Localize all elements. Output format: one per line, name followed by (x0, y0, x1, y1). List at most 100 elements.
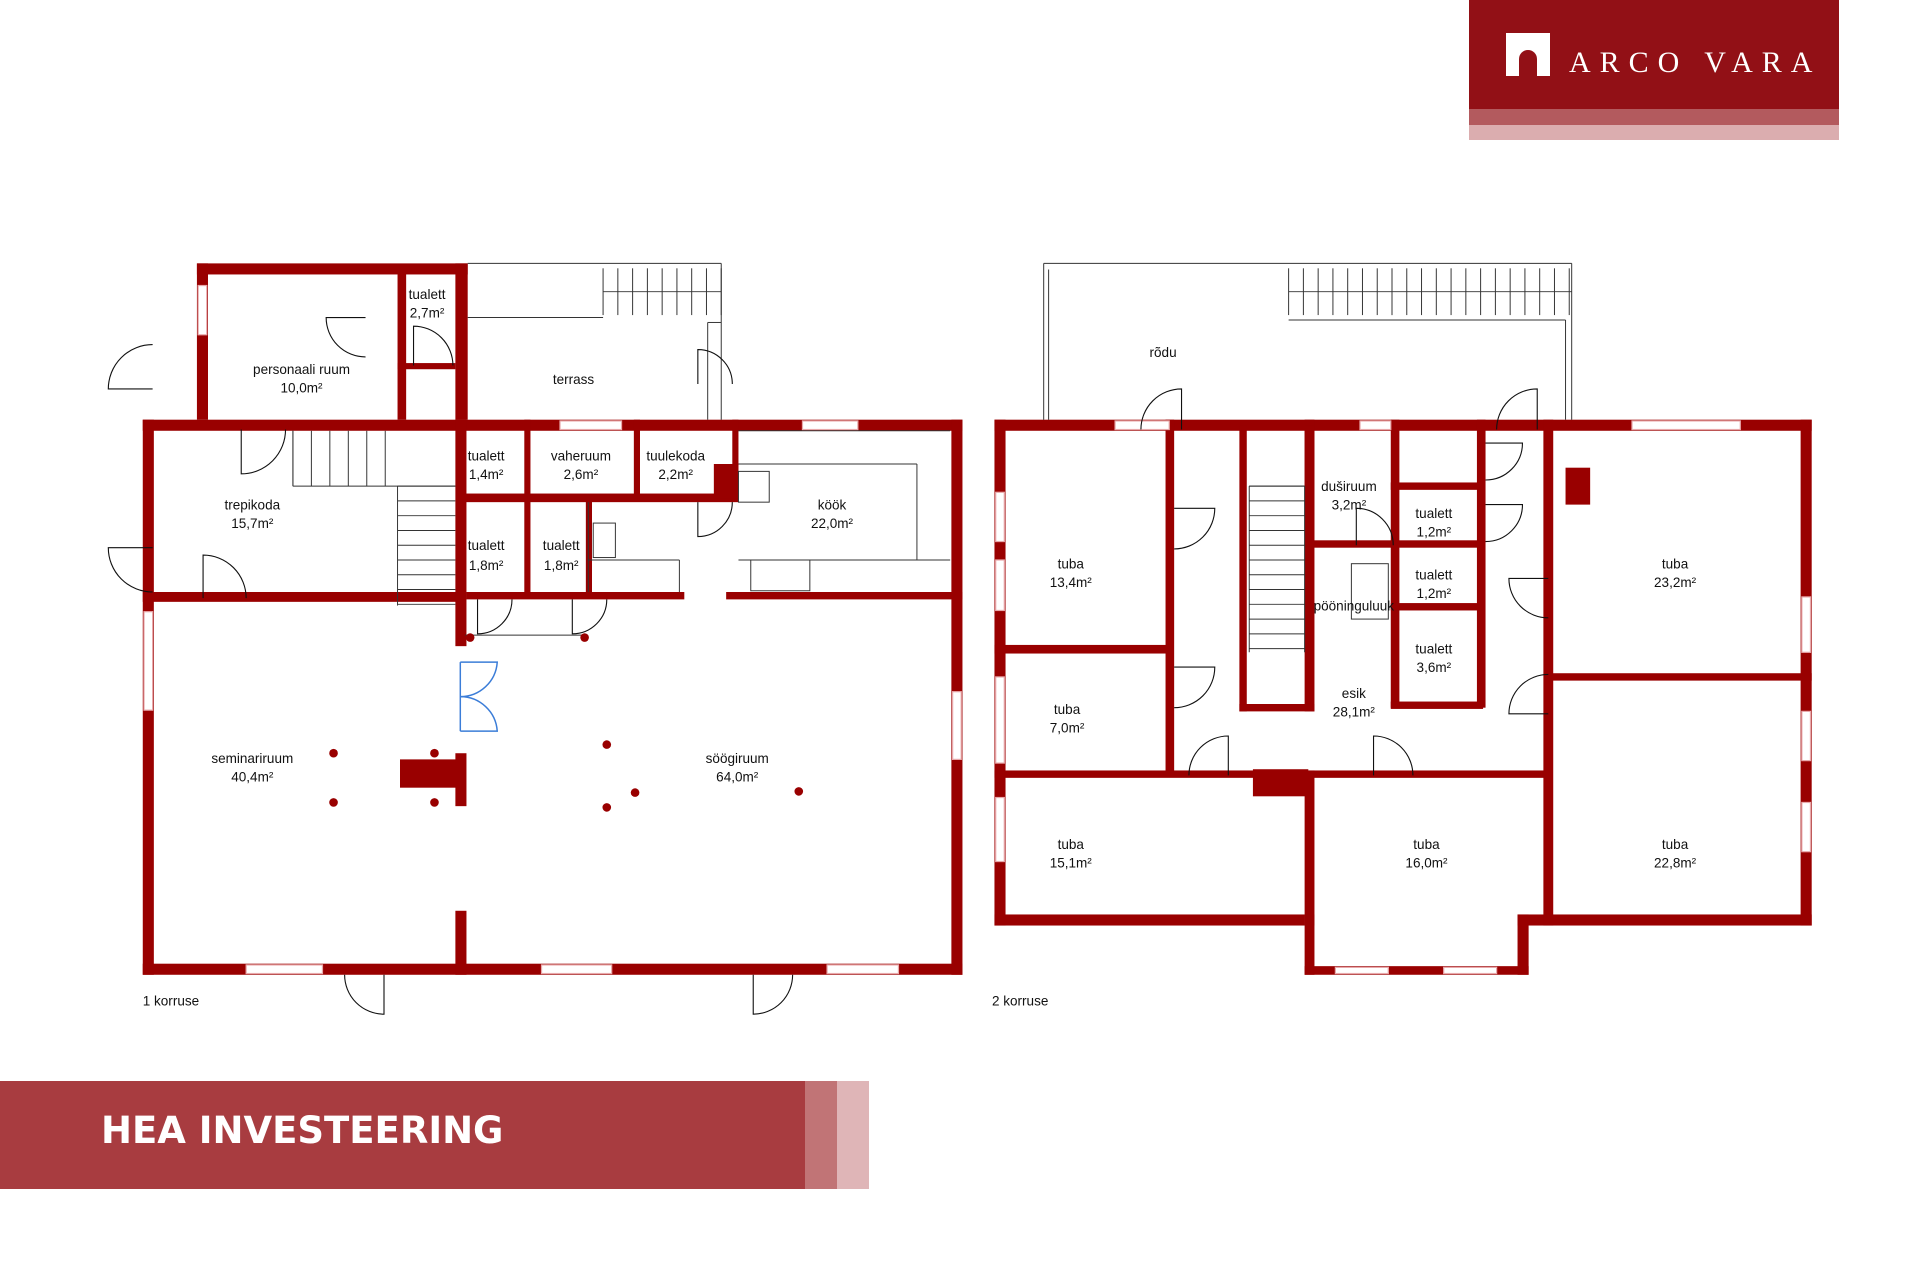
room-name: tualett (409, 287, 446, 302)
wall (1304, 770, 1315, 926)
window (559, 420, 623, 431)
room-name: tuba (1413, 837, 1440, 852)
room-area: 2,7m² (410, 306, 445, 321)
door-swing (1355, 507, 1394, 546)
window (1443, 966, 1498, 975)
brand-name: ARCO VARA (1569, 46, 1822, 79)
wall (1390, 540, 1484, 548)
arco-vara-logo: ARCO VARA (1469, 0, 1839, 140)
room-area: 1,4m² (469, 467, 504, 482)
headline-banner: HEA INVESTEERING (0, 1081, 869, 1189)
wall (1476, 419, 1486, 708)
room-name: tuba (1662, 837, 1689, 852)
wall (524, 419, 531, 597)
room-name: söögiruum (706, 751, 769, 766)
wall (994, 419, 1006, 926)
floor2-labels: rõdu tuba 13,4m² duširuum 3,2m² tualett … (992, 345, 1697, 1009)
wall (1304, 914, 1315, 975)
wall (585, 498, 592, 597)
wall (455, 263, 468, 420)
door-swing (1174, 666, 1216, 709)
window (1801, 801, 1812, 853)
window (826, 964, 900, 975)
door-swing (476, 599, 513, 635)
room-area: 28,1m² (1333, 704, 1376, 719)
wall (994, 914, 1305, 926)
wall (455, 419, 467, 647)
window (1359, 420, 1392, 431)
stove-icon (737, 470, 770, 503)
column-dot (602, 740, 612, 749)
wall (142, 419, 963, 431)
room-name: seminariruum (211, 751, 293, 766)
door-swing (1508, 577, 1549, 619)
door-swing (1188, 735, 1229, 776)
window (1334, 966, 1389, 975)
room-name: terrass (553, 372, 595, 387)
room-name: tualett (543, 538, 580, 553)
room-name: rõdu (1150, 345, 1177, 360)
window (540, 964, 613, 975)
room-area: 13,4m² (1050, 575, 1093, 590)
door-swing (1496, 388, 1538, 430)
wall (1565, 467, 1591, 505)
column-dot (430, 748, 439, 758)
wall (726, 592, 963, 600)
room-area: 64,0m² (716, 770, 759, 785)
door-swing (1372, 735, 1414, 776)
wall (1239, 704, 1315, 712)
window (1631, 420, 1741, 431)
column-dot (329, 798, 338, 807)
floor2-caption: 2 korruse (992, 994, 1048, 1009)
glass-door (459, 661, 499, 732)
door-swing (1174, 507, 1216, 550)
wall (1390, 419, 1400, 708)
window (995, 796, 1005, 863)
wall (713, 464, 739, 499)
window (245, 964, 324, 975)
wall (455, 753, 467, 807)
window (801, 420, 859, 431)
wall (1304, 425, 1315, 712)
wall (1543, 419, 1554, 926)
door-swing (752, 974, 794, 1015)
headline: HEA INVESTEERING (101, 1109, 504, 1152)
room-area: 3,2m² (1332, 498, 1367, 513)
wall (460, 493, 739, 503)
window (197, 284, 208, 336)
room-name: tuba (1058, 837, 1085, 852)
wall (1390, 701, 1484, 709)
wall (633, 419, 640, 499)
room-area: 7,0m² (1050, 720, 1085, 735)
window (1801, 596, 1812, 653)
room-area: 1,2m² (1417, 525, 1452, 540)
wall (1304, 966, 1529, 975)
door-swing (202, 554, 247, 599)
room-name: pööninguluuk (1314, 598, 1395, 613)
room-name: tualett (468, 448, 505, 463)
logo-stripe (1469, 125, 1839, 140)
columns (329, 633, 804, 812)
door-swing (1508, 673, 1549, 715)
door-swing (571, 599, 608, 635)
door-swing (325, 316, 366, 358)
wall (1517, 914, 1529, 975)
wall (1308, 540, 1397, 548)
room-name: personaali ruum (253, 362, 350, 377)
arch-icon (1506, 33, 1550, 76)
room-name: tuba (1662, 557, 1689, 572)
door-swing (697, 502, 733, 538)
wall (994, 644, 1170, 654)
banner-stripe (837, 1081, 869, 1189)
column-dot (329, 748, 338, 758)
room-area: 15,7m² (231, 516, 274, 531)
room-area: 10,0m² (280, 381, 323, 396)
windows (143, 284, 1812, 975)
floor1-caption: 1 korruse (143, 994, 199, 1009)
door-swing (107, 547, 153, 593)
room-area: 2,6m² (564, 467, 599, 482)
wall (466, 592, 685, 600)
wall (1390, 603, 1484, 611)
window (143, 611, 154, 711)
room-area: 1,8m² (469, 558, 504, 573)
